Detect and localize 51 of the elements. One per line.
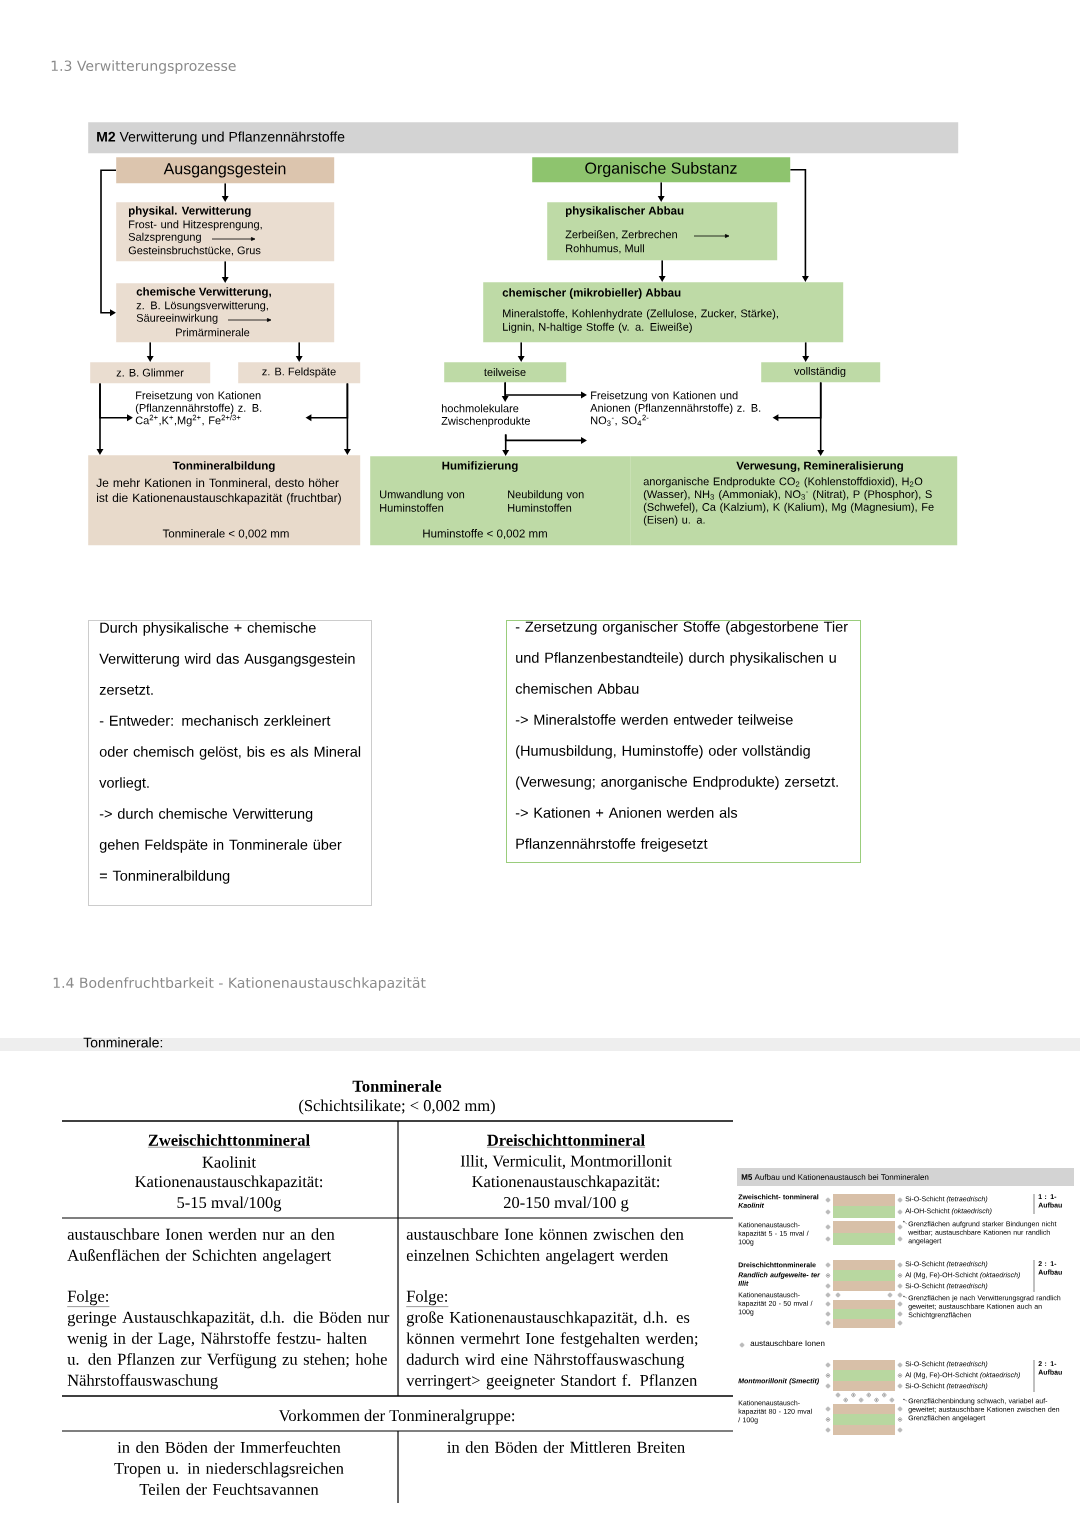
process-box: vollständig — [761, 362, 881, 383]
section-label: Tonminerale: — [83, 1037, 163, 1048]
node-label: Neubildung von Huminstoffen — [508, 490, 584, 512]
table-text: Kationenaustauschkapazität: — [135, 1175, 323, 1191]
table-heading: Tonminerale — [352, 1080, 442, 1092]
table-text: (Schichtsilikate; < 0,002 mm) — [299, 1099, 495, 1115]
node-label: Huminstoffe < 0,002 mm — [423, 529, 547, 539]
note-box: - Zersetzung organischer Stoffe (abgestorbene Tier und Pflanzenbestandteile) durch physikalischen u chemischen Abbau -> Mineralstoffe werden entweder teilweise (Humusbildung, Huminstoffe) oder vollständig (Verwesung; anorganische Endprodukte) zersetzt. -> Kationen + Anionen werden als Pflanzennährstoffe freigesetzt — [506, 620, 861, 863]
column-heading: Dreischichttonmineral — [486, 1134, 646, 1148]
arrow — [789, 168, 809, 282]
process-box: Verwesung, Remineralisierung anorganische Endprodukte CO$_{2}$ (Kohlenstoffdioxid), H$_{2}$O (Wasser), NH$_{3}$ (Ammoniak), NO$_{3}$$^{-}$ (Nitrat), P (Phosphor), S (Schwefel), Ca (Kalzium), K (Kalium), Mg (Magnesium), Fe (Eisen) u. a. — [630, 456, 958, 546]
section-heading: 1.4 Bodenfruchtbarkeit - Kationenaustauschkapazität — [53, 977, 426, 991]
process-box: physikalischer Abbau Zerbeißen, Zerbrechen Rohhumus, Mull — [547, 202, 778, 261]
process-box: z. B. Feldspäte — [238, 362, 361, 384]
process-box: Organische Substanz — [532, 157, 791, 183]
legend-text: austauschbare Ionen — [750, 1340, 825, 1347]
table-text: in den Böden der Mittleren Breiten — [447, 1441, 685, 1453]
node-label: Humifizierung — [442, 461, 518, 472]
table-text: in den Böden der Immerfeuchten Tropen u. in niederschlagsreichen Teilen der Feuchtsavannen — [114, 1441, 344, 1495]
table-text: austauschbare Ionen werden nur an den Außenflächen der Schichten angelagert — [67, 1228, 335, 1265]
process-box: Humifizierung Umwandlung von Huminstoffen Neubildung von Huminstoffen Huminstoffe < 0,002 mm — [370, 456, 631, 546]
table-text: Folge: — [406, 1290, 449, 1307]
table-text: Folge: — [67, 1290, 110, 1307]
table-text: 5-15 mval/100g — [177, 1196, 282, 1212]
arrow — [504, 433, 587, 444]
arrow — [802, 341, 810, 362]
annotation-text: hochmolekulare Zwischenprodukte — [441, 404, 530, 427]
node-label: Umwandlung von Huminstoffen — [380, 490, 465, 512]
node-label: Verwesung, Remineralisierung — [736, 461, 903, 472]
process-box: z. B. Glimmer — [90, 362, 211, 384]
process-box: chemische Verwitterung, z. B. Lösungsverwitterung, Säureeinwirkung Primärminerale — [116, 283, 335, 343]
section-heading: 1.3 Verwitterungsprozesse — [51, 60, 236, 74]
annotation-text: Freisetzung von Kationen (Pflanzennährstoffe) z. B. Ca$^{2+}$,K$^{+}$,Mg$^{2+}$, Fe$^{2+/3+}$ — [135, 391, 262, 427]
note-box: Durch physikalische + chemische Verwitterung wird das Ausgangsgestein zersetzt. - Entweder: mechanisch zerkleinert oder chemisch gelöst, bis es als Mineral vorliegt. -> durch chemische Verwitterung gehen Feldspäte in Tonminerale über = Tonmineralbildung — [88, 620, 372, 906]
process-box: Tonmineralbildung Je mehr Kationen in Tonmineral, desto höher ist die Kationenaustauschkapazität (fruchtbar) Tonminerale < 0,002 mm — [88, 455, 361, 546]
table-text: austauschbare Ione können zwischen den einzelnen Schichten angelagert werden — [406, 1228, 684, 1265]
column-heading: Zweischichttonmineral — [147, 1134, 311, 1148]
panel-title: M5 Aufbau und Kationenaustausch bei Tonmineralen — [737, 1168, 1074, 1186]
table-text: 20-150 mval/100 g — [503, 1196, 629, 1212]
table-text: Vorkommen der Tonmineralgruppe: — [278, 1409, 515, 1425]
process-box: physikal. Verwitterung Frost- und Hitzesprengung, Salzsprengung Gesteinsbruchstücke, Grus — [116, 202, 335, 262]
table-text: große Kationenaustauschkapazität, d.h. es können vermehrt Ione festgehalten werden; dadurch wird eine Nährstoffauswaschung verringert> geeigneter Standort f. Pflanzen — [406, 1311, 698, 1390]
process-box: teilweise — [444, 362, 567, 383]
process-box: chemischer (mikrobieller) Abbau Mineralstoffe, Kohlenhydrate (Zellulose, Zucker, Stärke), Lignin, N-haltige Stoffe (v. a. Eiweiße) — [483, 282, 844, 343]
process-box: Ausgangsgestein — [116, 157, 335, 184]
table-text: Illit, Vermiculit, Montmorillonit — [460, 1155, 672, 1169]
table-text: Kationenaustauschkapazität: — [472, 1175, 660, 1191]
node-label: anorganische Endprodukte CO$_{2}$ (Kohlenstoffdioxid), H$_{2}$O (Wasser), NH$_{3}$ (Ammoniak), NO$_{3}$$^{-}$ (Nitrat), P (Phosphor), S (Schwefel), Ca (Kalzium), K (Kalium), Mg (Magnesium), Fe (Eisen) u. a. — [643, 477, 934, 526]
table-text: Kaolinit — [202, 1156, 256, 1168]
panel-title: M2 Verwitterung und Pflanzennährstoffe — [88, 122, 959, 154]
table-text: geringe Austauschkapazität, d.h. die Böden nur wenig in der Lage, Nährstoffe festzu- halten u. den Pflanzen zur Verfügung zu stehen; hohe Nährstoffauswaschung — [67, 1311, 390, 1390]
